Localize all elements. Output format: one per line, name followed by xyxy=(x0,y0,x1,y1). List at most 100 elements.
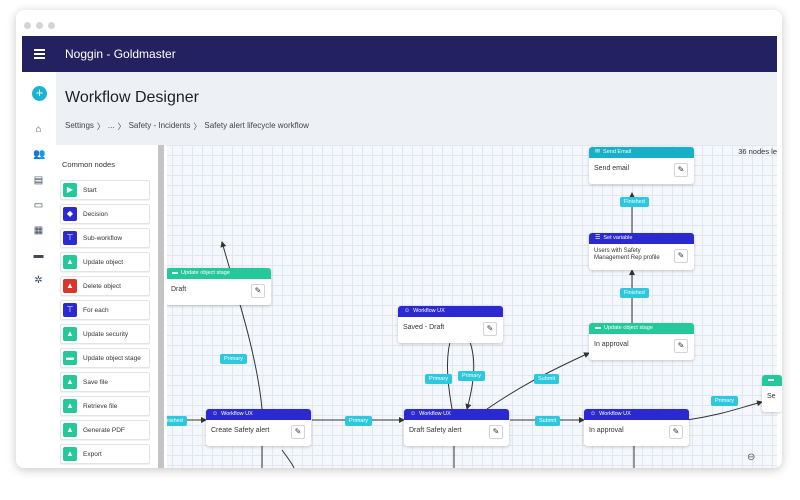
palette-item-label: For each xyxy=(83,306,109,314)
node-type: Workflow UX xyxy=(419,411,451,417)
workflow-ux-icon: ☺ xyxy=(410,411,417,417)
palette-item-sub-workflow[interactable]: ⊤Sub-workflow xyxy=(60,228,150,248)
link-label[interactable]: Primary xyxy=(458,371,485,381)
page-title: Workflow Designer xyxy=(65,89,199,106)
shapes-icon: ▲ xyxy=(63,255,77,269)
node-workflow-ux-saved-draft[interactable]: ☺Workflow UX Saved - Draft ✎ xyxy=(398,306,503,343)
palette-item-delete-object[interactable]: ▲Delete object xyxy=(60,276,150,296)
link-label[interactable]: Primary xyxy=(345,416,372,426)
node-update-object-stage-draft[interactable]: ▬Update object stage Draft ✎ xyxy=(166,268,271,305)
node-partial-offscreen[interactable]: ▬ Se xyxy=(762,375,782,412)
workflow-ux-icon: ☺ xyxy=(212,411,219,417)
people-icon[interactable]: 👥 xyxy=(33,149,46,160)
main-content: Workflow Designer Settings 〉 ... 〉 Safet… xyxy=(56,72,782,468)
node-set-variable[interactable]: ☰Set variable Users with Safety Manageme… xyxy=(589,233,694,270)
window-controls xyxy=(24,22,55,29)
palette-item-retrieve-file[interactable]: ▲Retrieve file xyxy=(60,396,150,416)
palette-item-start[interactable]: ▶Start xyxy=(60,180,150,200)
link-icon[interactable]: ⊖ xyxy=(747,452,756,463)
link-label[interactable]: Finished xyxy=(620,288,649,298)
settings-icon[interactable]: ✲ xyxy=(34,275,43,286)
node-body: Draft Safety alert xyxy=(409,427,462,434)
breadcrumb: Settings 〉 ... 〉 Safety - Incidents 〉 Sa… xyxy=(65,121,309,132)
link-label[interactable]: Finished xyxy=(158,416,187,426)
palette-item-export[interactable]: ▲ Export xyxy=(60,444,150,464)
link-label[interactable]: Finished xyxy=(620,197,649,207)
palette-item-update-object[interactable]: ▲ Update object xyxy=(60,252,150,272)
node-body: Se xyxy=(767,393,776,400)
id-card-icon[interactable]: ▭ xyxy=(33,200,44,211)
plus-icon[interactable]: + xyxy=(32,86,47,101)
link-label[interactable]: Primary xyxy=(220,354,247,364)
link-label[interactable]: Submit xyxy=(535,416,561,426)
breadcrumb-separator: 〉 xyxy=(96,122,105,131)
node-type: Workflow UX xyxy=(221,411,253,417)
link-label[interactable]: Submit xyxy=(534,374,560,384)
home-icon[interactable]: ⌂ xyxy=(35,124,42,135)
workflow-ux-icon: ☺ xyxy=(590,411,597,417)
workflow-canvas[interactable]: 36 nodes le xyxy=(158,145,782,468)
palette-item-save-file[interactable]: ▲ Save file xyxy=(60,372,150,392)
breadcrumb-safety-incidents[interactable]: Safety - Incidents xyxy=(128,121,191,130)
shapes-icon: ▲ xyxy=(63,399,77,413)
node-count: 36 nodes le xyxy=(738,147,777,156)
shapes-icon: ▲ xyxy=(63,447,77,461)
stage-icon: ▬ xyxy=(172,270,178,276)
palette-item-label: Update object stage xyxy=(83,354,141,362)
node-body: In approval xyxy=(589,427,624,434)
chat-icon[interactable]: ▬ xyxy=(33,250,44,261)
edit-icon[interactable]: ✎ xyxy=(674,339,688,353)
play-icon: ▶ xyxy=(63,183,77,197)
edit-icon[interactable]: ✎ xyxy=(674,249,688,263)
app-title: Noggin - Goldmaster xyxy=(65,47,176,61)
palette-item-label: Decision xyxy=(83,210,108,218)
edit-icon[interactable]: ✎ xyxy=(669,425,683,439)
palette-item-label: Generate PDF xyxy=(83,426,125,434)
node-workflow-ux-draft[interactable]: ☺Workflow UX Draft Safety alert ✎ xyxy=(404,409,509,446)
node-workflow-ux-in-approval[interactable]: ☺Workflow UX In approval ✎ xyxy=(584,409,689,446)
shapes-icon: ▲ xyxy=(63,279,77,293)
panel-scrollbar[interactable] xyxy=(158,145,164,468)
palette-item-update-object-stage[interactable]: ▬Update object stage xyxy=(60,348,150,368)
breadcrumb-settings[interactable]: Settings xyxy=(65,121,94,130)
menu-icon[interactable] xyxy=(34,49,45,59)
link-label[interactable]: Primary xyxy=(425,374,452,384)
palette-item-decision[interactable]: ◆ Decision xyxy=(60,204,150,224)
breadcrumb-ellipsis[interactable]: ... xyxy=(107,121,115,130)
palette-item-update-security[interactable]: ▲ Update security xyxy=(60,324,150,344)
palette-item-label: Update object xyxy=(83,258,124,266)
puzzle-icon: ◆ xyxy=(63,207,77,221)
browser-window: Noggin - Goldmaster + ⌂ 👥 ▤ ▭ ▦ ▬ ✲ Work… xyxy=(16,10,782,468)
palette-item-label: Sub-workflow xyxy=(83,234,123,242)
palette-item-label: Update security xyxy=(83,330,129,338)
node-body: Send email xyxy=(594,165,630,172)
common-nodes-panel: Common nodes ▶Start ◆Decision ⊤Sub-workf… xyxy=(56,145,167,468)
edit-icon[interactable]: ✎ xyxy=(251,284,265,298)
nav-rail: + ⌂ 👥 ▤ ▭ ▦ ▬ ✲ xyxy=(22,72,56,468)
palette-item-for-each[interactable]: ⊤ For each xyxy=(60,300,150,320)
node-type: Update object stage xyxy=(181,270,230,276)
edit-icon[interactable]: ✎ xyxy=(291,425,305,439)
edit-icon[interactable]: ✎ xyxy=(489,425,503,439)
link-line xyxy=(220,241,263,410)
node-workflow-ux-create[interactable]: ☺Workflow UX Create Safety alert ✎ xyxy=(206,409,311,446)
hierarchy-icon: ⊤ xyxy=(63,303,77,317)
link-label[interactable]: Primary xyxy=(711,396,738,406)
shapes-icon: ▲ xyxy=(63,423,77,437)
node-type: Set variable xyxy=(603,235,633,241)
inbox-icon[interactable]: ▤ xyxy=(33,175,44,186)
shapes-icon: ▲ xyxy=(63,327,77,341)
palette-item-label: Save file xyxy=(83,378,108,386)
node-body: Create Safety alert xyxy=(211,427,270,434)
node-update-object-stage-in-approval[interactable]: ▬Update object stage In approval ✎ xyxy=(589,323,694,360)
workflow-ux-icon: ☺ xyxy=(404,308,411,314)
variable-icon: ☰ xyxy=(595,235,601,241)
edit-icon[interactable]: ✎ xyxy=(483,322,497,336)
node-send-email[interactable]: ✉Send Email Send email ✎ xyxy=(589,147,694,184)
node-body: Users with Safety Management Rep profile xyxy=(594,248,660,261)
edit-icon[interactable]: ✎ xyxy=(674,163,688,177)
palette-item-generate-pdf[interactable]: ▲ Generate PDF xyxy=(60,420,150,440)
palette-item-label: Export xyxy=(83,450,102,458)
library-icon[interactable]: ▦ xyxy=(33,225,44,236)
shapes-icon: ▲ xyxy=(63,375,77,389)
